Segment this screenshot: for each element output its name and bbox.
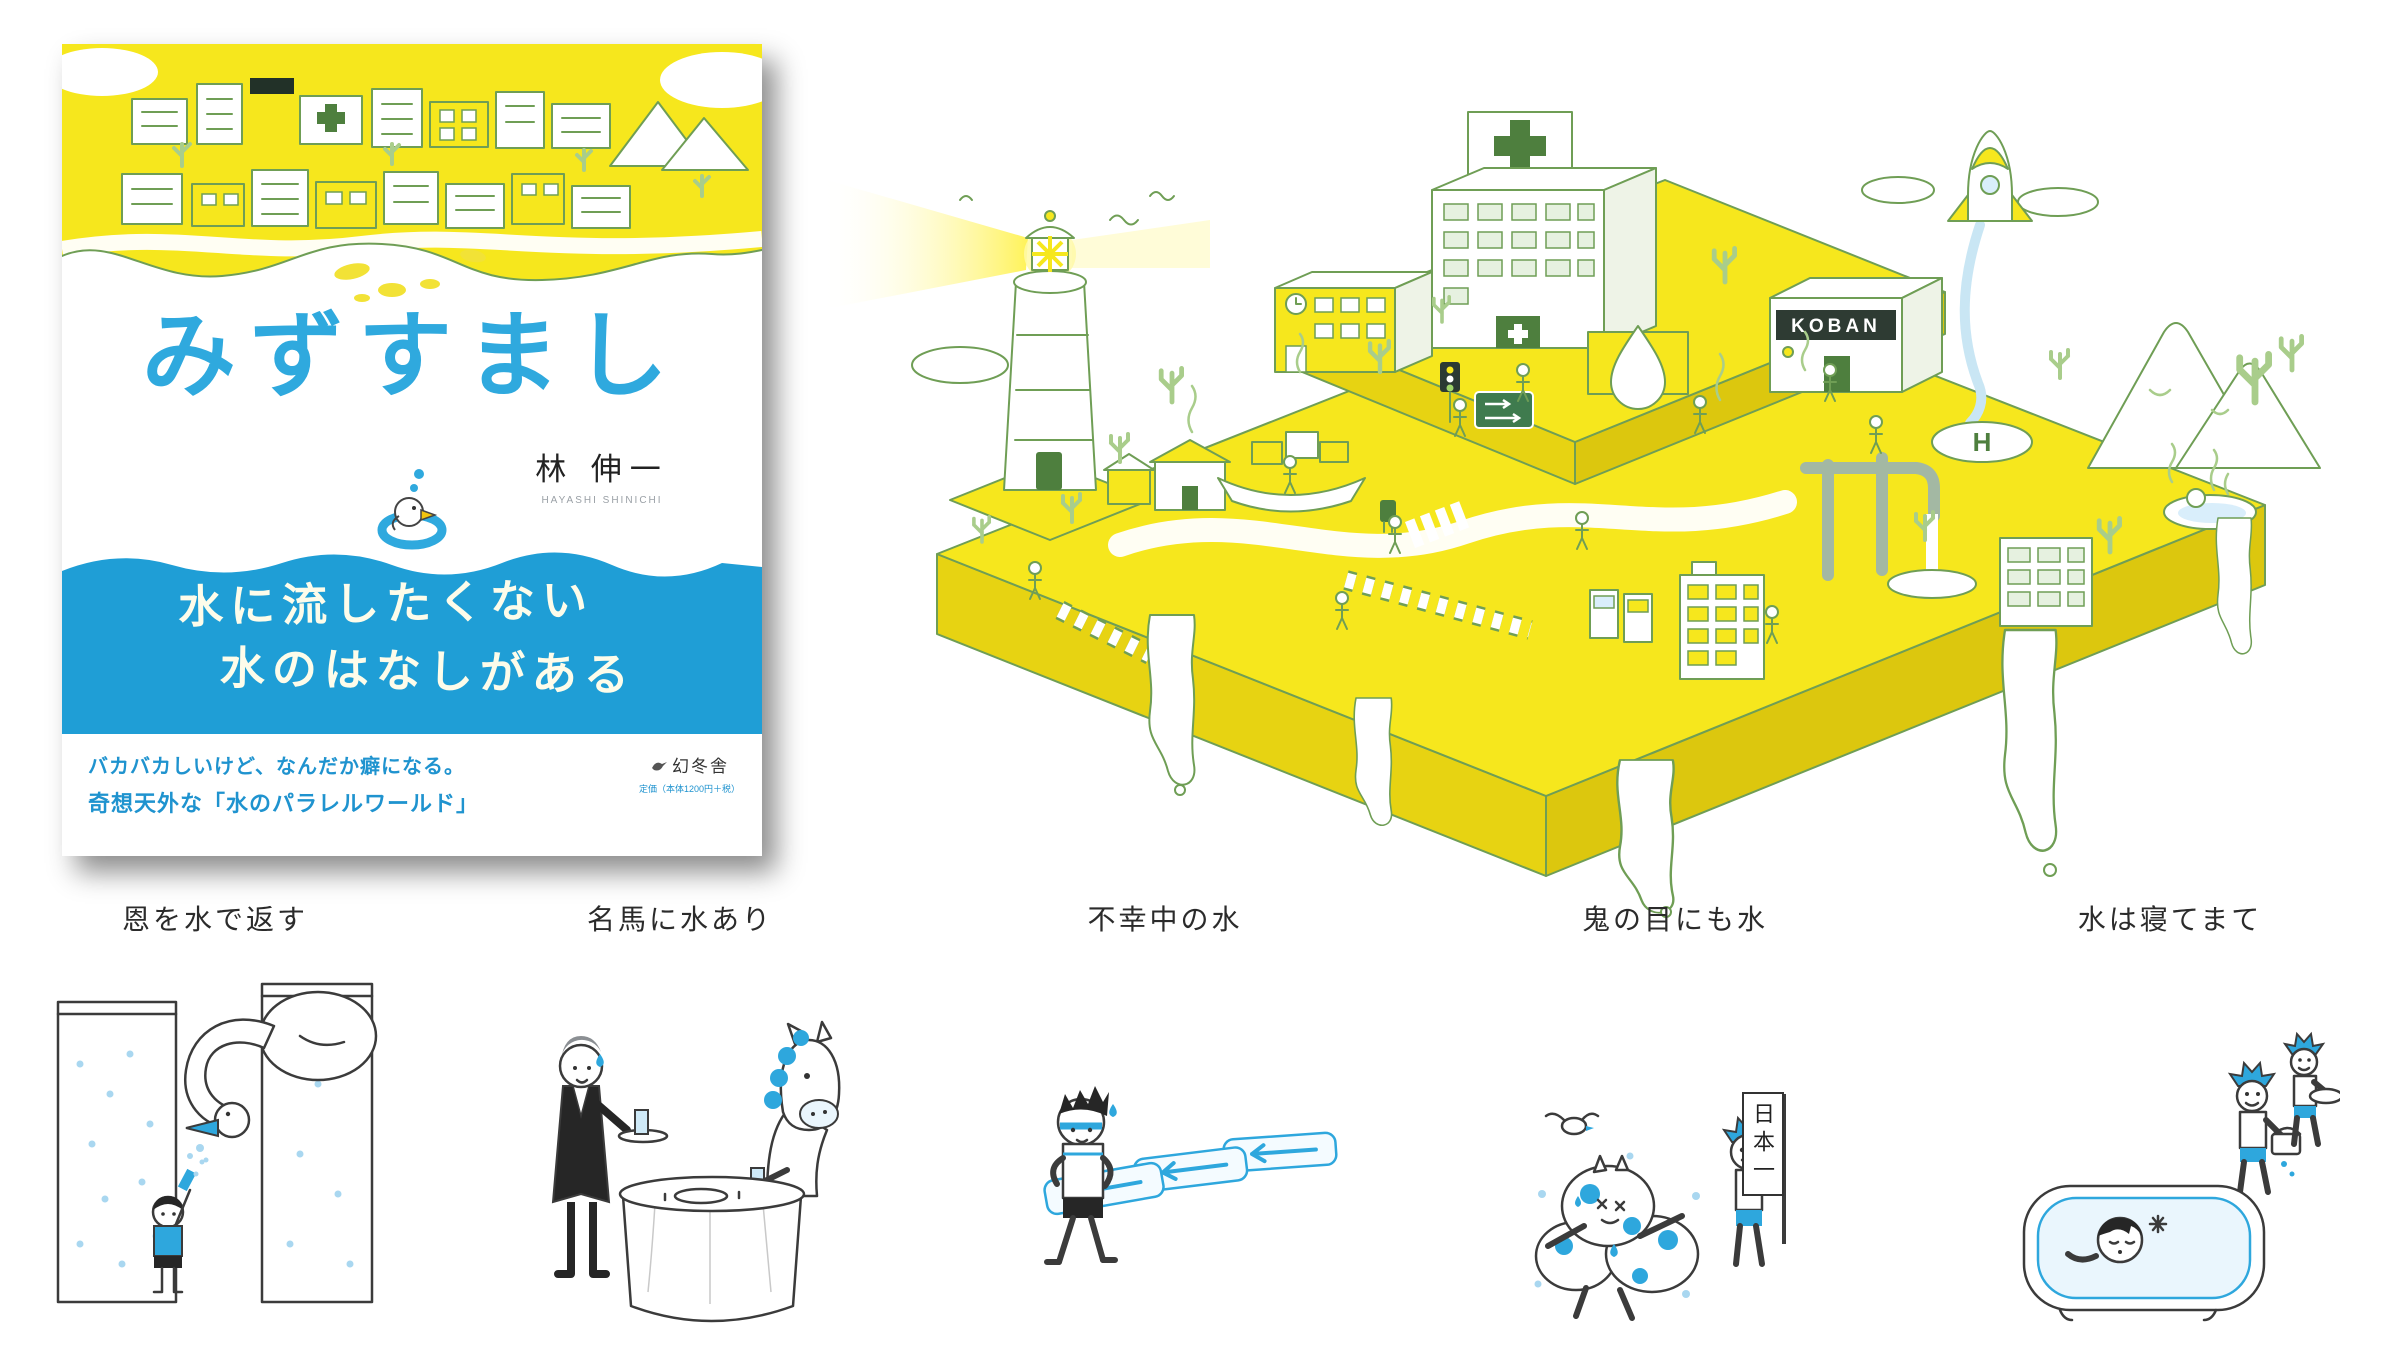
helipad: H (1931, 421, 2033, 463)
panel-4-art: 日本一 (1490, 944, 1860, 1344)
panel-5: 水は寝てまて (2000, 898, 2340, 1344)
obi-wave (62, 552, 762, 734)
publisher-bird-icon (651, 761, 667, 770)
cover-buildings-back (131, 78, 611, 149)
boy (151, 1159, 205, 1294)
panel-1: 恩を水で返す (50, 898, 380, 1344)
koban-sign-text: KOBAN (1791, 316, 1881, 337)
swimmer-illustration (377, 469, 447, 550)
bath-house (1103, 384, 1231, 511)
cargo-boat (1217, 431, 1366, 513)
water-pipes (1800, 452, 1977, 599)
author-name: 林 伸一 (535, 452, 669, 487)
helipad-letter: H (1973, 427, 1992, 457)
wrestling-pile (1534, 1154, 1700, 1321)
road-sign (1474, 391, 1534, 429)
panel-3-caption: 不幸中の水 (1087, 904, 1243, 935)
obi-line-2: 水のはなしがある (219, 642, 637, 701)
water-drop-wall (1587, 325, 1689, 410)
cover-town-art (62, 44, 762, 312)
book-title: みずすまし (141, 303, 682, 408)
obi-band: 水に流したくない 水のはなしがある (62, 527, 762, 734)
banner-flag: 日本一 (1742, 1092, 1784, 1196)
panel-5-art (2000, 944, 2340, 1344)
cover-bottom-band: バカバカしいけど、なんだか癖になる。 奇想天外な「水のパラレルワールド」 幻冬舎… (62, 734, 762, 856)
publisher-name: 幻冬舎 (671, 757, 729, 776)
carrier-man (1044, 1086, 1118, 1265)
cover-coral-trees (172, 142, 711, 198)
panel-4-caption: 鬼の目にも水 (1581, 904, 1768, 935)
book-cover: みずすまし 林 伸一 HAYASHI SHINICHI 水に流したくない 水のは… (62, 44, 762, 856)
island-illustration: KOBAN H (820, 111, 2321, 918)
vending-machines (1589, 589, 1653, 643)
panel-4: 鬼の目にも水 (1490, 898, 1860, 1344)
panel-5-caption: 水は寝てまて (2077, 904, 2263, 935)
tagline-2: 奇想天外な「水のパラレルワールド」 (88, 791, 480, 816)
price-note: 定価（本体1200円＋税） (638, 784, 740, 794)
cover-buildings-front (121, 169, 631, 229)
rocket (1947, 130, 2033, 441)
panel-2-caption: 名馬に水あり (586, 904, 773, 935)
tagline-1: バカバカしいけど、なんだか癖になる。 (88, 756, 465, 778)
lighthouse-tower (949, 210, 1151, 541)
river (1108, 490, 1797, 558)
steam-marks (1295, 330, 2177, 484)
edge-drips (1146, 517, 2253, 918)
publisher-block: 幻冬舎 定価（本体1200円＋税） (639, 752, 740, 795)
traffic-light (1440, 362, 1460, 423)
bathtub-sleeper (2022, 1184, 2266, 1322)
demon-with-bucket (2227, 1060, 2302, 1195)
author-block: 林 伸一 HAYASHI SHINICHI (482, 444, 722, 506)
butler (551, 1036, 669, 1278)
panel-3: 不幸中の水 (985, 898, 1345, 1344)
koban-building: KOBAN (1769, 277, 1943, 393)
mountains (2087, 322, 2321, 469)
panel-2: 名馬に水あり (505, 898, 855, 1344)
horse (756, 1020, 841, 1198)
bird (1544, 1112, 1600, 1136)
panel-1-caption: 恩を水で返す (121, 904, 308, 935)
picket-fence (1055, 570, 1533, 664)
panel-2-art (505, 944, 855, 1344)
apartment-building (1679, 561, 1765, 680)
author-romaji: HAYASHI SHINICHI (541, 495, 663, 506)
school-building (1274, 271, 1433, 373)
obi-line-1: 水に流したくない (177, 574, 595, 633)
birds (959, 191, 1175, 226)
panel-3-art (985, 944, 1345, 1344)
clouds (911, 176, 2099, 384)
office-building (1999, 537, 2093, 627)
crosswalk (1405, 501, 1470, 549)
demon-with-basin (2282, 1031, 2340, 1147)
hospital-building (1431, 111, 1657, 349)
panel-1-art (50, 944, 380, 1344)
